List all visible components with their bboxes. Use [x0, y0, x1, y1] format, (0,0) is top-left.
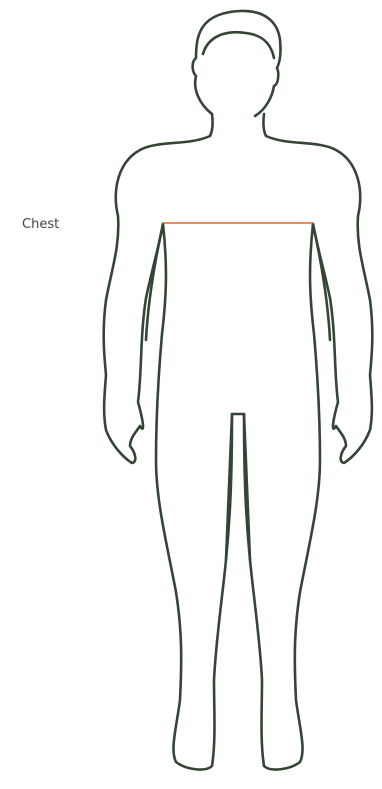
body-outline — [104, 114, 373, 769]
hair-outline — [203, 32, 274, 58]
chest-label: Chest — [22, 217, 59, 233]
head-outline — [193, 11, 281, 116]
